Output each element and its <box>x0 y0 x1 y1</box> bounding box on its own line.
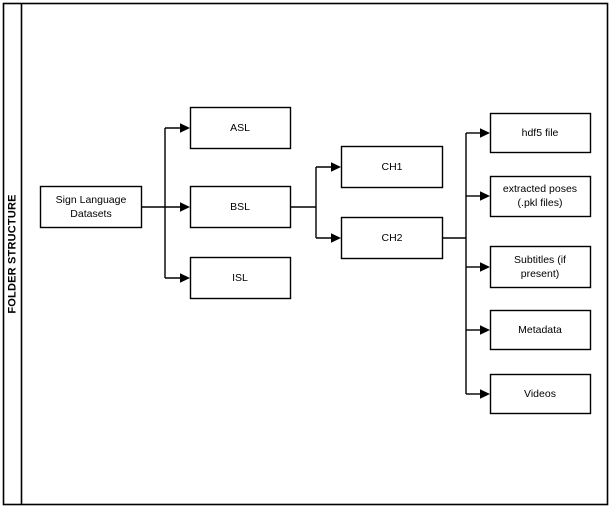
node-extracted-poses-line2: (.pkl files) <box>518 197 563 209</box>
node-videos-label: Videos <box>524 388 556 400</box>
node-sign-language-datasets[interactable]: Sign Language Datasets <box>39 185 143 229</box>
node-isl-label: ISL <box>232 272 248 284</box>
arrowhead-ch1 <box>331 162 341 172</box>
node-ch2[interactable]: CH2 <box>340 216 444 260</box>
node-asl-label: ASL <box>230 122 250 134</box>
node-extracted-poses[interactable]: extracted poses (.pkl files) <box>489 175 592 218</box>
node-hdf5-file-label: hdf5 file <box>522 127 559 139</box>
node-sign-language-datasets-line1: Sign Language <box>56 194 127 206</box>
node-bsl[interactable]: BSL <box>189 185 292 229</box>
node-metadata[interactable]: Metadata <box>489 309 592 351</box>
node-asl[interactable]: ASL <box>189 106 292 150</box>
arrowhead-videos <box>480 389 490 399</box>
node-bsl-label: BSL <box>230 201 250 213</box>
arrowhead-subtitles <box>480 262 490 272</box>
node-subtitles-line2: present) <box>521 268 560 280</box>
arrowhead-poses <box>480 191 490 201</box>
node-ch1-label: CH1 <box>381 161 402 173</box>
node-ch2-label: CH2 <box>381 232 402 244</box>
arrowhead-ch2 <box>331 233 341 243</box>
arrowhead-metadata <box>480 325 490 335</box>
arrowhead-isl <box>180 273 190 283</box>
arrowhead-hdf5 <box>480 128 490 138</box>
node-subtitles[interactable]: Subtitles (if present) <box>489 245 592 289</box>
arrowhead-asl <box>180 123 190 133</box>
node-subtitles-line1: Subtitles (if <box>514 254 566 266</box>
node-metadata-label: Metadata <box>518 324 562 336</box>
node-videos[interactable]: Videos <box>489 373 592 415</box>
node-hdf5-file[interactable]: hdf5 file <box>489 112 592 154</box>
node-sign-language-datasets-line2: Datasets <box>70 208 111 220</box>
arrowhead-bsl <box>180 202 190 212</box>
node-extracted-poses-line1: extracted poses <box>503 183 577 195</box>
node-isl[interactable]: ISL <box>189 256 292 300</box>
rail-title: FOLDER STRUCTURE <box>6 194 18 313</box>
node-ch1[interactable]: CH1 <box>340 145 444 189</box>
